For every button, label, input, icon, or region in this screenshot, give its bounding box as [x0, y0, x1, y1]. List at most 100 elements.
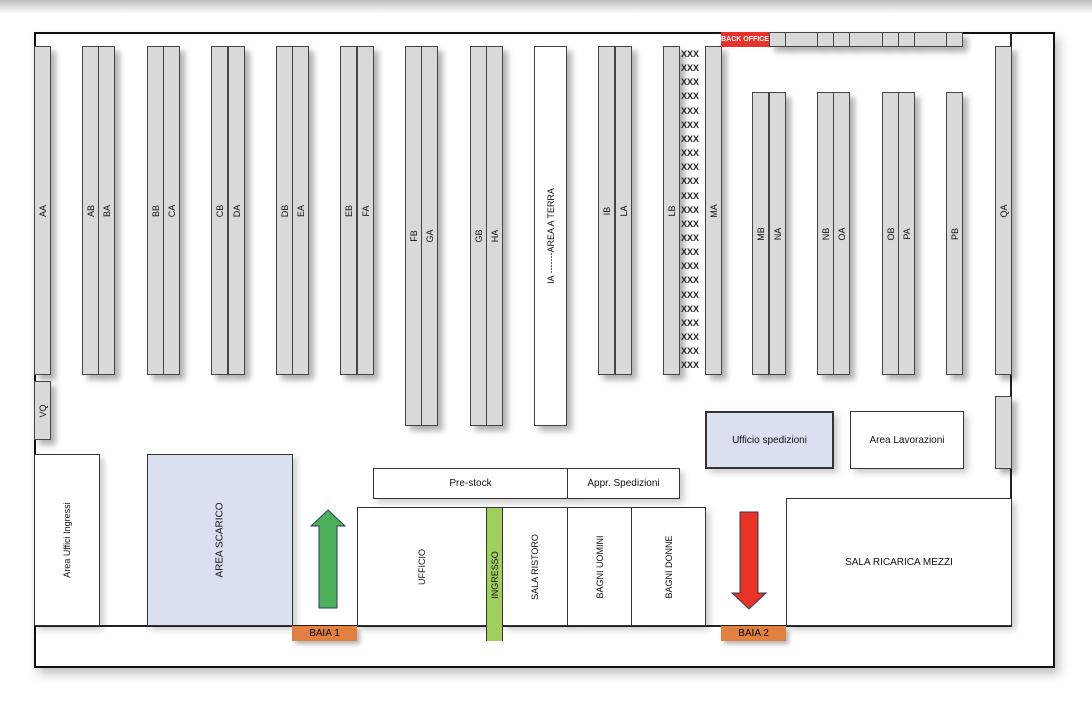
xxx-marker: XXX — [681, 119, 700, 130]
shelf-9: EB — [340, 46, 357, 375]
back-office-cell — [898, 32, 915, 47]
appr-spedizioni: Appr. Spedizioni — [567, 468, 680, 499]
shelf-label: BA — [101, 204, 112, 217]
shelf-label: QA — [998, 203, 1009, 218]
xxx-marker: XXX — [681, 346, 700, 357]
xxx-marker: XXX — [681, 232, 700, 243]
xxx-marker: XXX — [681, 77, 700, 88]
xxx-marker: XXX — [681, 360, 700, 371]
back-office-label: BACK OFFICE — [721, 32, 769, 47]
shelf-label: EA — [295, 204, 306, 217]
xxx-marker: XXX — [681, 261, 700, 272]
shelf-label: AA — [37, 204, 48, 217]
back-office-cell — [849, 32, 883, 47]
shelf-11: FB — [405, 46, 422, 426]
shelf-14: HA — [486, 46, 503, 426]
xxx-marker: XXX — [681, 105, 700, 116]
sala-ristoro: SALA RISTORO — [502, 507, 568, 626]
shelf-24: OB — [882, 92, 899, 375]
sala-ristoro-label: SALA RISTORO — [530, 533, 540, 600]
shelf-label: CA — [166, 204, 177, 217]
back-office-cell — [833, 32, 850, 47]
back-office-cell — [914, 32, 947, 47]
shelf-label: CB — [214, 204, 225, 217]
inbound-arrow-icon — [309, 509, 347, 609]
xxx-marker: XXX — [681, 133, 700, 144]
shelf-27: QA — [995, 46, 1012, 375]
shelf-label: LB — [666, 204, 677, 217]
xxx-marker: XXX — [681, 176, 700, 187]
xxx-marker: XXX — [681, 148, 700, 159]
shelf-23: OA — [833, 92, 850, 375]
ufficio-spedizioni-label: Ufficio spedizioni — [732, 434, 807, 446]
shelf-label: IB — [601, 206, 612, 215]
shelf-6: DA — [228, 46, 245, 375]
shelf-4: CA — [163, 46, 180, 375]
shelf-17: LA — [615, 46, 632, 375]
xxx-marker: XXX — [681, 332, 700, 342]
area-uffici-ingressi-label: Area Uffici Ingressi — [62, 502, 72, 578]
area-uffici-ingressi: Area Uffici Ingressi — [34, 454, 100, 626]
shelf-label: PB — [949, 227, 960, 240]
appr-spedizioni-label: Appr. Spedizioni — [587, 478, 660, 489]
xxx-marker: XXX — [681, 204, 700, 215]
area-lavorazioni: Area Lavorazioni — [850, 411, 964, 469]
back-office-cell — [946, 32, 963, 47]
back-office-cell — [785, 32, 818, 47]
shelf-extra — [995, 396, 1012, 469]
shelf-19: MA — [705, 46, 722, 375]
shelf-13: GB — [470, 46, 487, 426]
shelf-label: PA — [901, 227, 912, 240]
shelf-10: FA — [357, 46, 374, 375]
shelf-label: HA — [489, 229, 500, 243]
shelf-label: AB — [85, 204, 96, 217]
shelf-25: PA — [898, 92, 915, 375]
shelf-label: BB — [150, 204, 161, 217]
xxx-marker: XXX — [681, 63, 700, 74]
xxx-marker: XXX — [681, 275, 700, 286]
shelf-label: MA — [708, 203, 719, 218]
shelf-7: DB — [276, 46, 293, 375]
back-office-cell — [882, 32, 899, 47]
ingresso: INGRESSO — [486, 507, 503, 641]
shelf-label: MB — [755, 226, 766, 241]
shelf-12: GA — [421, 46, 438, 426]
shelf-18: LB — [663, 46, 680, 375]
shelf-22: NB — [817, 92, 834, 375]
xxx-marker: XXX — [681, 303, 700, 314]
shelf-16: IB — [598, 46, 615, 375]
pre-stock-label: Pre-stock — [449, 478, 492, 489]
shelf-26: PB — [946, 92, 963, 375]
shelf-label: DA — [231, 204, 242, 217]
inner-wall-bottom — [34, 625, 1012, 627]
pre-stock: Pre-stock — [373, 468, 568, 499]
xxx-marker: XXX — [681, 247, 700, 258]
back-office-cell — [817, 32, 834, 47]
shelf-20: MB — [752, 92, 769, 375]
ingresso-label: INGRESSO — [489, 550, 500, 599]
shelf-label: GA — [424, 229, 435, 243]
shelf-label: FB — [408, 230, 419, 242]
baia-1: BAIA 1 — [292, 626, 357, 641]
xxx-marker: XXX — [681, 91, 700, 102]
outbound-arrow-icon — [730, 511, 768, 610]
shelf-label: LA — [618, 204, 629, 217]
area-scarico: AREA SCARICO — [147, 454, 293, 626]
ufficio-label: UFFICIO — [417, 548, 427, 585]
sala-ricarica-mezzi: SALA RICARICA MEZZI — [786, 498, 1012, 626]
bagni-uomini: BAGNI UOMINI — [567, 507, 632, 626]
xxx-marker: XXX — [681, 49, 700, 59]
back-office-cell — [769, 32, 786, 47]
baia-2: BAIA 2 — [721, 626, 786, 641]
shelf-28: VQ — [34, 381, 51, 440]
shelf-label: FA — [360, 204, 371, 217]
shelf-1: AB — [82, 46, 99, 375]
shelf-label: NB — [820, 227, 831, 240]
ufficio: UFFICIO — [357, 507, 487, 626]
bagni-uomini-label: BAGNI UOMINI — [594, 534, 605, 599]
xxx-marker: XXX — [681, 162, 700, 173]
shelf-label: IA -------AREA A TERRA — [545, 188, 556, 284]
shelf-3: BB — [147, 46, 164, 375]
shelf-label: OA — [836, 226, 847, 241]
shelf-label: EB — [343, 204, 354, 217]
